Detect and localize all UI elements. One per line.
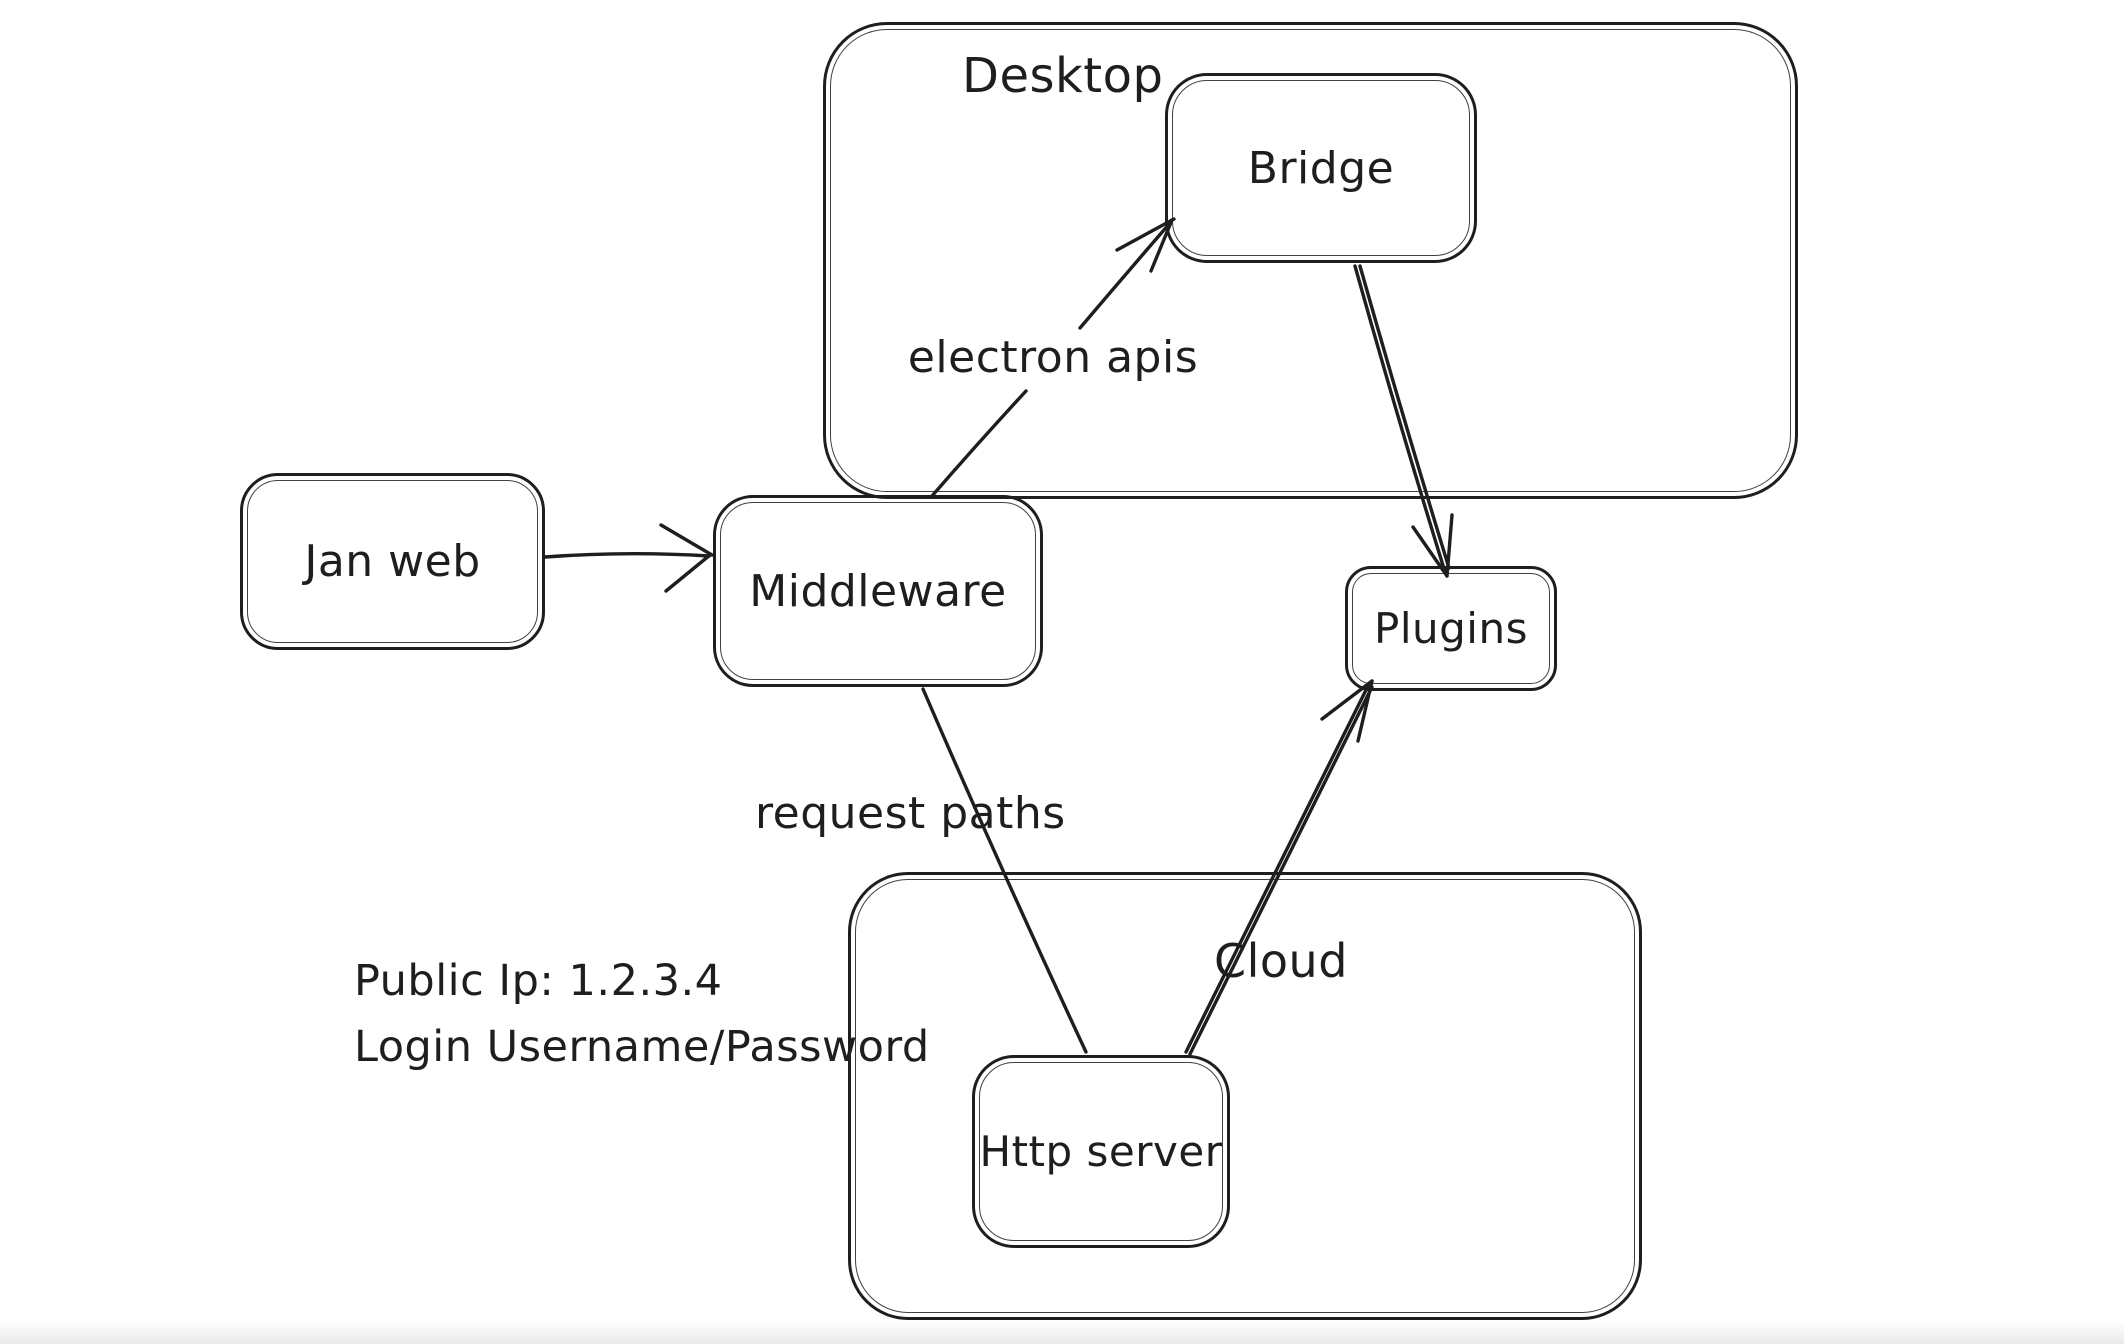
- container-desktop[interactable]: [823, 22, 1798, 499]
- node-plugins-label: Plugins: [1374, 604, 1528, 653]
- arrow-shaft: [1078, 221, 1172, 330]
- annotation-public-ip-line: Public Ip: 1.2.3.4: [354, 956, 723, 1006]
- node-http-server[interactable]: Http server: [972, 1055, 1230, 1248]
- arrowhead-stroke: [664, 553, 712, 593]
- arrow-shaft: [543, 552, 711, 559]
- arrowhead-stroke: [1115, 217, 1176, 252]
- arrow-shaft: [1184, 682, 1371, 1054]
- container-cloud[interactable]: [848, 872, 1642, 1320]
- arrowhead-stroke: [659, 523, 714, 557]
- node-jan-web-label: Jan web: [304, 536, 481, 587]
- node-middleware-label: Middleware: [749, 565, 1007, 617]
- node-http-server-label: Http server: [979, 1127, 1223, 1176]
- arrow-httpserver-to-plugins[interactable]: [1184, 679, 1374, 1056]
- node-bridge[interactable]: Bridge: [1165, 73, 1477, 263]
- edge-label-request-paths[interactable]: request paths: [755, 788, 1066, 839]
- annotation-login-line: Login Username/Password: [354, 1022, 930, 1072]
- arrowhead-stroke: [1445, 513, 1454, 578]
- arrow-shaft: [1353, 264, 1447, 574]
- arrow-shaft: [930, 389, 1028, 498]
- node-jan-web[interactable]: Jan web: [240, 473, 545, 650]
- container-desktop-label: Desktop: [962, 48, 1164, 104]
- arrowhead-stroke: [1356, 679, 1374, 743]
- arrow-shaft: [1358, 264, 1451, 570]
- edge-label-electron-apis[interactable]: electron apis: [907, 332, 1199, 383]
- annotation-credentials[interactable]: Public Ip: 1.2.3.4 Login Username/Passwo…: [354, 948, 930, 1080]
- arrow-shaft: [1188, 685, 1374, 1056]
- line-shaft: [921, 687, 1088, 1054]
- node-bridge-label: Bridge: [1247, 142, 1395, 194]
- arrow-janweb-to-middleware[interactable]: [543, 523, 714, 593]
- node-middleware[interactable]: Middleware: [713, 495, 1043, 687]
- node-plugins[interactable]: Plugins: [1345, 566, 1557, 691]
- line-middleware-to-httpserver[interactable]: [921, 687, 1088, 1054]
- container-cloud-label: Cloud: [1214, 934, 1348, 988]
